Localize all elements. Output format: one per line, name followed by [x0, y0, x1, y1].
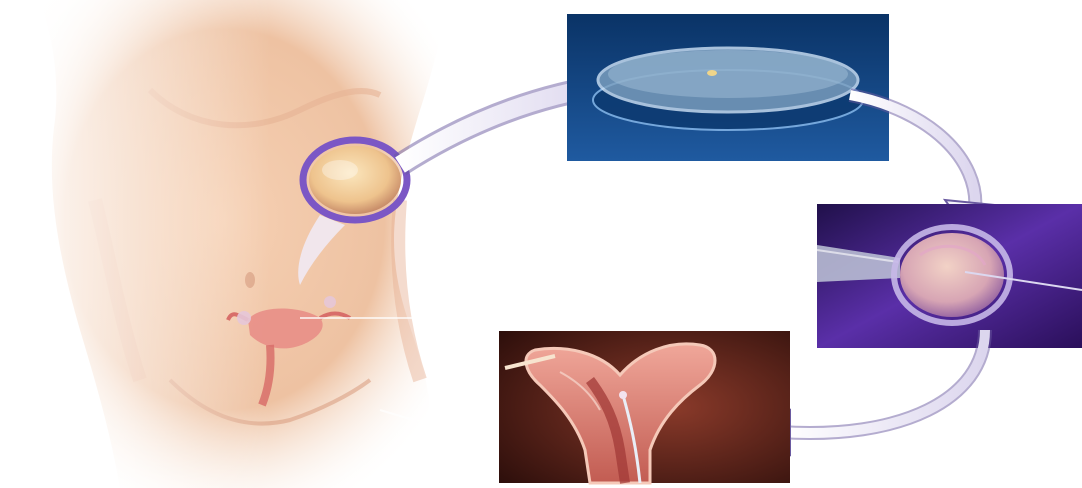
petri-dish-panel: [567, 14, 889, 161]
petri-dish-icon: [593, 48, 863, 130]
sperm-injection-panel: [817, 204, 1082, 348]
embryo-transfer-panel: [499, 331, 790, 483]
